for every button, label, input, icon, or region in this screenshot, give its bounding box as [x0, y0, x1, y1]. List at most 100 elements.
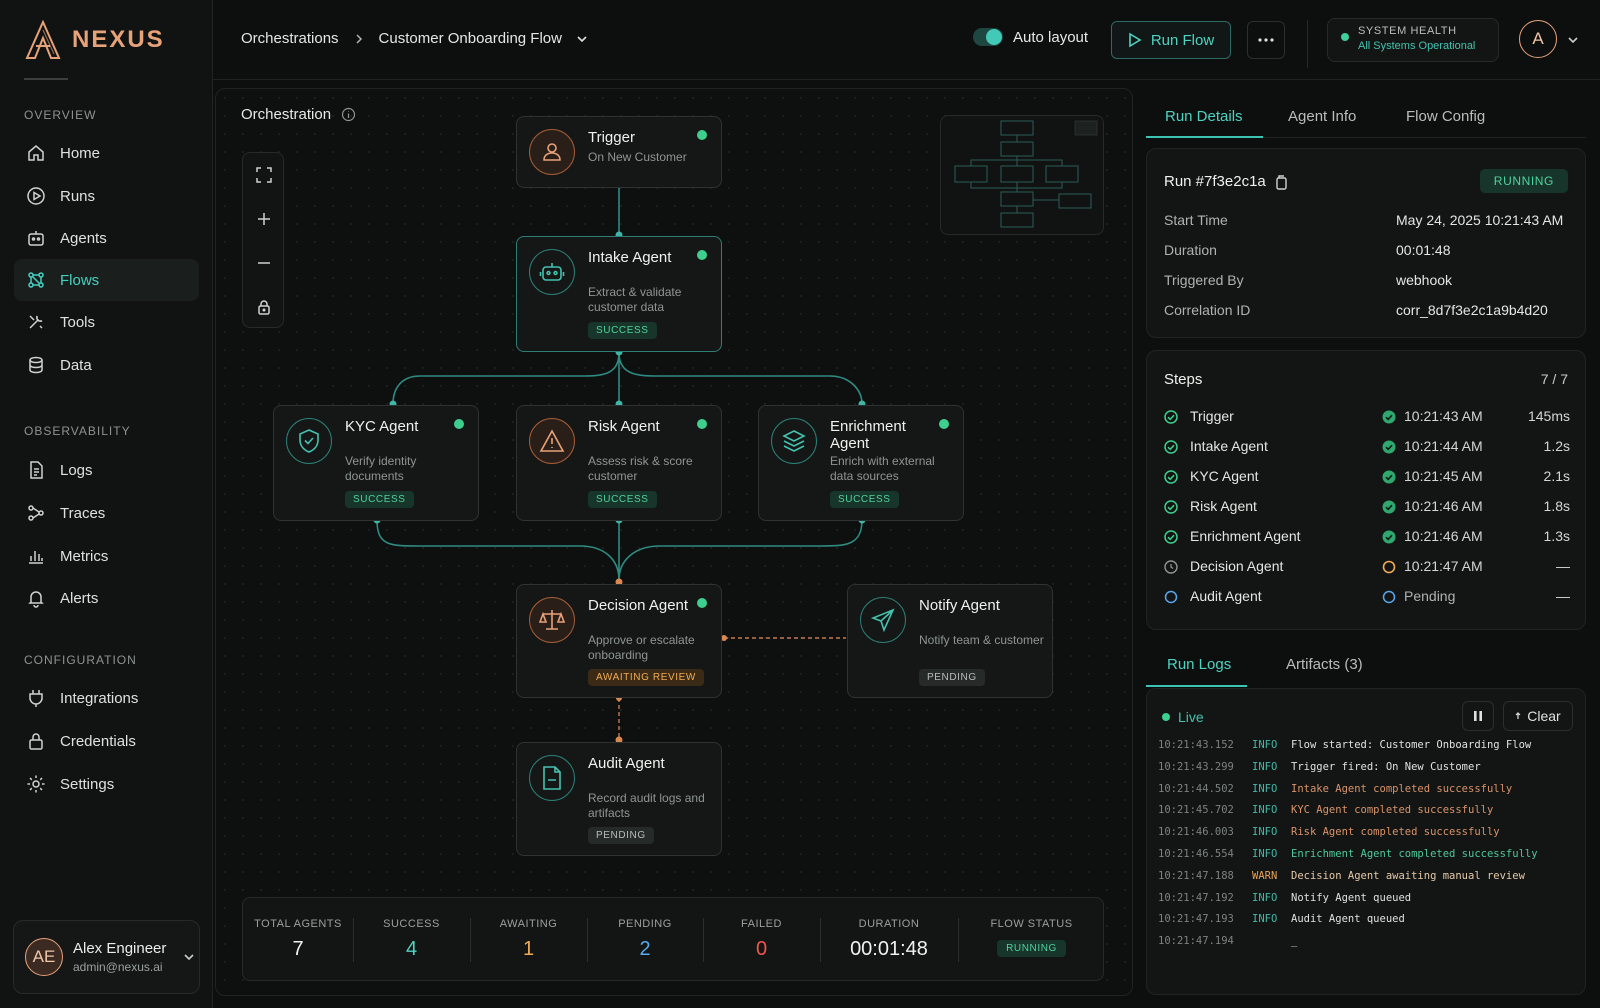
info-icon[interactable]	[341, 107, 356, 122]
stat-pending: PENDING 2	[587, 898, 703, 982]
pending-circle-icon	[1164, 590, 1178, 604]
sidebar-item-logs[interactable]: Logs	[14, 449, 199, 491]
more-options-button[interactable]	[1247, 21, 1285, 59]
pause-logs-button[interactable]	[1462, 701, 1494, 731]
account-avatar[interactable]: A	[1519, 20, 1557, 58]
log-level: INFO	[1252, 739, 1278, 751]
clear-label: Clear	[1527, 708, 1561, 724]
clear-logs-button[interactable]: Clear	[1503, 701, 1573, 731]
lock-canvas-button[interactable]	[243, 285, 285, 329]
node-title: Enrichment Agent	[830, 418, 906, 452]
sidebar-item-data[interactable]: Data	[14, 344, 199, 386]
sidebar-item-label: Home	[60, 144, 101, 162]
log-level: INFO	[1252, 891, 1278, 904]
step-duration: 1.2s	[1543, 438, 1570, 454]
zoom-in-button[interactable]	[243, 197, 285, 241]
sidebar-item-agents[interactable]: Agents	[14, 217, 199, 259]
log-tabs: Run Logs Artifacts (3)	[1146, 640, 1586, 687]
sidebar-item-home[interactable]: Home	[14, 132, 199, 174]
status-dot	[454, 419, 464, 429]
node-decision-agent[interactable]: Decision Agent Approve or escalate onboa…	[516, 584, 722, 698]
user-menu[interactable]: AE Alex Engineer admin@nexus.ai	[13, 920, 200, 994]
sidebar-item-flows[interactable]: Flows	[14, 259, 199, 301]
chevron-down-icon[interactable]	[1566, 33, 1580, 47]
log-level: INFO	[1252, 826, 1278, 839]
sidebar-item-label: Settings	[60, 775, 115, 793]
node-enrichment-agent[interactable]: Enrichment Agent Enrich with external da…	[758, 405, 964, 521]
fit-view-button[interactable]	[243, 153, 285, 197]
step-time: Pending	[1404, 588, 1456, 604]
stat-flow-status: FLOW STATUS RUNNING	[958, 898, 1105, 982]
node-kyc-agent[interactable]: KYC Agent Verify identity documents SUCC…	[273, 405, 479, 521]
node-intake-agent[interactable]: Intake Agent Extract & validate customer…	[516, 236, 722, 352]
tab-artifacts[interactable]: Artifacts (3)	[1286, 656, 1363, 673]
copy-icon[interactable]	[1274, 174, 1288, 190]
log-timestamp: 10:21:46.003	[1158, 826, 1234, 839]
breadcrumb-orchestrations[interactable]: Orchestrations	[241, 30, 339, 47]
node-title: Notify Agent	[919, 597, 1000, 614]
stat-label: AWAITING	[499, 918, 558, 930]
minimap[interactable]	[940, 115, 1104, 235]
status-dot	[697, 250, 707, 260]
step-name: Decision Agent	[1190, 558, 1284, 574]
tab-run-details[interactable]: Run Details	[1165, 108, 1243, 125]
zoom-out-button[interactable]	[243, 241, 285, 285]
logo[interactable]: NEXUS	[24, 20, 165, 60]
node-title: Intake Agent	[588, 249, 672, 266]
node-audit-agent[interactable]: Audit Agent Record audit logs and artifa…	[516, 742, 722, 856]
sidebar-item-alerts[interactable]: Alerts	[14, 577, 199, 619]
sidebar-item-metrics[interactable]: Metrics	[14, 535, 199, 577]
layers-icon	[782, 430, 806, 452]
sidebar-item-traces[interactable]: Traces	[14, 492, 199, 534]
active-tab-indicator	[1146, 685, 1247, 687]
status-badge: AWAITING REVIEW	[588, 669, 704, 686]
stat-failed: FAILED 0	[703, 898, 820, 982]
sidebar-item-tools[interactable]: Tools	[14, 301, 199, 343]
step-duration: 145ms	[1527, 408, 1570, 424]
node-desc: On New Customer	[588, 150, 687, 164]
log-timestamp: 10:21:46.554	[1158, 848, 1234, 860]
auto-layout-toggle[interactable]	[973, 28, 1003, 46]
tab-agent-info[interactable]: Agent Info	[1288, 108, 1357, 125]
step-time: 10:21:44 AM	[1404, 438, 1483, 454]
status-dot	[697, 419, 707, 429]
sidebar-item-settings[interactable]: Settings	[14, 763, 199, 805]
system-health-indicator[interactable]: SYSTEM HEALTH All Systems Operational	[1327, 18, 1499, 62]
run-flow-button[interactable]: Run Flow	[1111, 21, 1231, 59]
node-title: KYC Agent	[345, 418, 419, 435]
chevron-down-icon[interactable]	[576, 33, 588, 45]
live-dot	[1162, 713, 1170, 721]
field-label: Duration	[1164, 242, 1217, 258]
node-icon	[860, 597, 906, 643]
step-name: Enrichment Agent	[1190, 528, 1301, 544]
status-badge: RUNNING	[997, 940, 1066, 957]
node-notify-agent[interactable]: Notify Agent Notify team & customer PEND…	[847, 584, 1053, 698]
status-dot	[697, 130, 707, 140]
node-icon	[529, 755, 575, 801]
sidebar-item-credentials[interactable]: Credentials	[14, 720, 199, 762]
sidebar-item-integrations[interactable]: Integrations	[14, 677, 199, 719]
field-value: 00:01:48	[1396, 242, 1451, 258]
awaiting-status-icon	[1382, 560, 1396, 574]
active-tab-indicator	[1146, 136, 1263, 138]
shield-icon	[299, 429, 319, 453]
plus-icon	[258, 213, 270, 225]
tab-run-logs[interactable]: Run Logs	[1167, 656, 1232, 673]
breadcrumb-current-flow[interactable]: Customer Onboarding Flow	[378, 30, 562, 47]
tab-flow-config[interactable]: Flow Config	[1406, 108, 1486, 125]
node-trigger[interactable]: Trigger On New Customer	[516, 116, 722, 188]
step-name: Trigger	[1190, 408, 1234, 424]
stat-label: FLOW STATUS	[990, 918, 1073, 930]
sidebar-item-runs[interactable]: Runs	[14, 175, 199, 217]
node-risk-agent[interactable]: Risk Agent Assess risk & score customer …	[516, 405, 722, 521]
step-duration: 1.3s	[1543, 528, 1570, 544]
